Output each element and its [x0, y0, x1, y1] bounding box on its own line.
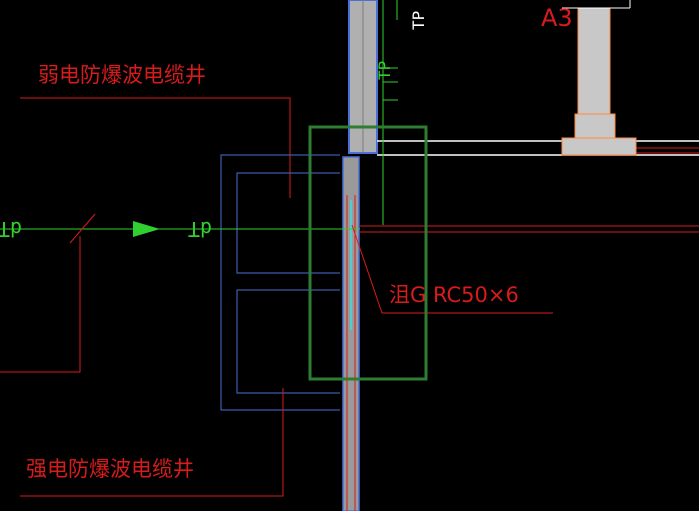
weak-shaft-leader — [20, 97, 291, 198]
top-mark-label: A3 — [541, 4, 573, 32]
vertical-tag-mid: TP — [375, 61, 394, 80]
pipe-spec-label: 沮G RC50×6 — [389, 283, 519, 307]
weak-shaft-label: 弱电防爆波电缆井 — [38, 63, 206, 87]
highlight-box — [308, 125, 428, 381]
pipe-spec-leader — [351, 224, 553, 314]
right-pier — [561, 0, 637, 156]
red-leaders-left — [0, 213, 96, 373]
horizontal-conduit — [0, 221, 699, 237]
pipe-tag-left: dT — [0, 217, 22, 241]
vertical-tag-top: TP — [409, 11, 428, 30]
upper-column — [348, 0, 378, 154]
lower-column — [342, 156, 360, 511]
right-platform — [377, 140, 699, 156]
cable-shaft-outlines — [220, 154, 340, 411]
vertical-conduit — [382, 0, 398, 225]
pipe-tag-mid: dT — [188, 217, 212, 241]
flow-arrow-icon — [133, 221, 160, 237]
strong-shaft-label: 强电防爆波电缆井 — [26, 457, 194, 481]
strong-shaft-leader — [20, 388, 284, 497]
